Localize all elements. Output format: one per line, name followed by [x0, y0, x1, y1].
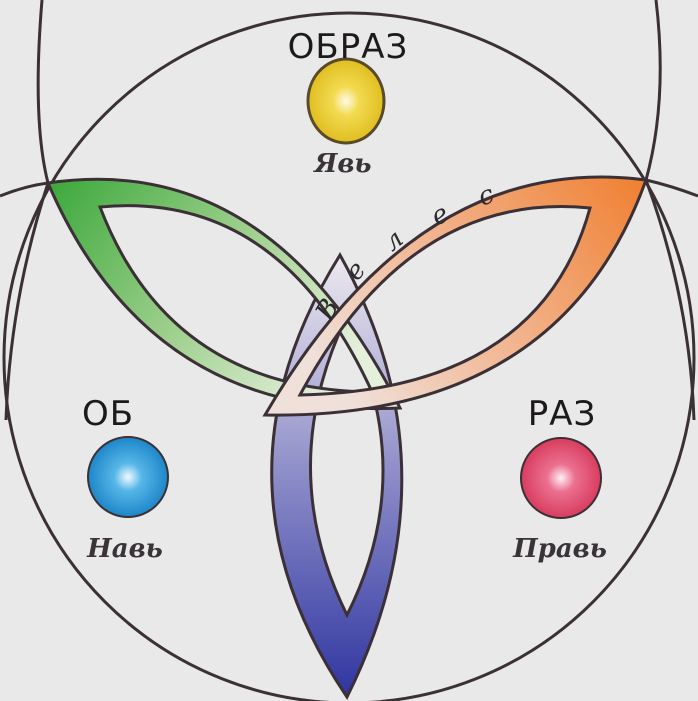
blue-sphere: [87, 436, 169, 518]
left-arc-line: [4, 0, 50, 421]
yellow-sphere: [306, 57, 386, 145]
outer-circle: [2, 11, 696, 701]
right-horizontal-line: [645, 178, 698, 198]
right-title: РАЗ: [528, 394, 597, 434]
right-label: Правь: [512, 534, 607, 564]
left-label: Навь: [86, 534, 163, 564]
left-title: ОБ: [82, 394, 134, 434]
right-arc-line: [644, 0, 696, 421]
top-title: ОБРАЗ: [288, 27, 409, 67]
pink-sphere: [520, 437, 602, 519]
top-label: Явь: [312, 149, 371, 179]
left-horizontal-line: [0, 181, 49, 198]
orange-lobe: [262, 175, 649, 417]
